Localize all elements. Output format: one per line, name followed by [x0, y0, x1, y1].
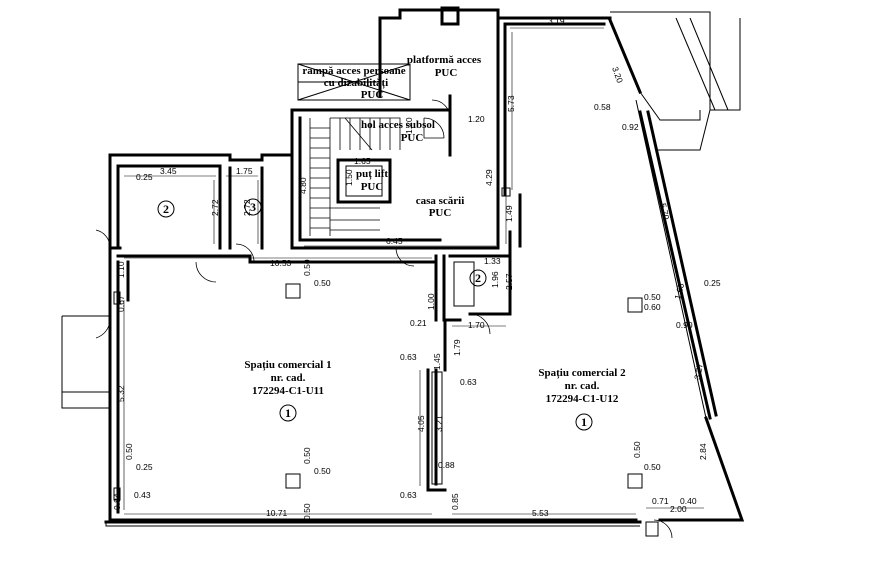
ramp-label-3: PUC — [361, 89, 384, 101]
dim-5-70: 5.70 — [658, 202, 672, 221]
dim-2-72-a: 2.72 — [210, 199, 220, 216]
sc1-label-2: nr. cad. — [271, 372, 306, 384]
dim-1-65-b: 1.65 — [672, 282, 686, 301]
dim-5-53: 5.53 — [532, 508, 549, 518]
dim-0-50-e: 0.50 — [302, 447, 312, 464]
room-number-circle-1a — [279, 404, 297, 422]
dim-1-33: 1.33 — [484, 256, 501, 266]
dim-0-40: 0.40 — [680, 496, 697, 506]
dim-2-57: 2.57 — [504, 273, 514, 290]
sc1-label-3: 172294-C1-U11 — [252, 385, 324, 397]
room-number-2b: 2 — [475, 271, 481, 285]
room-number-circle-3 — [244, 198, 262, 216]
dim-1-10: 1.10 — [116, 261, 126, 278]
dim-0-50-a: 0.50 — [302, 259, 312, 276]
dim-0-21: 0.21 — [410, 318, 427, 328]
dim-0-50-i: 0.50 — [632, 441, 642, 458]
dim-0-85: 0.85 — [450, 493, 460, 510]
dim-0-90: 0.90 — [676, 320, 693, 330]
dim-1-50: 1.50 — [344, 169, 354, 186]
dimension-lines — [123, 27, 704, 515]
room-number-2a: 2 — [163, 202, 169, 216]
dim-2-84: 2.84 — [698, 443, 708, 460]
dim-4-05: 4.05 — [416, 415, 426, 432]
dim-3-27: 3.27 — [692, 362, 705, 380]
dim-2-00: 2.00 — [670, 504, 687, 514]
dim-0-63-c: 0.63 — [400, 490, 417, 500]
exterior-walls — [104, 8, 745, 524]
dim-1-49: 1.49 — [504, 205, 514, 222]
dim-5-32: 5.32 — [116, 385, 126, 402]
casa-label-2: PUC — [429, 207, 452, 219]
room-number-markers: 2 3 1 2 1 — [157, 198, 593, 431]
dim-0-88: 0.88 — [438, 460, 455, 470]
dim-4-80: 4.80 — [298, 177, 308, 194]
detail-lines — [61, 6, 741, 539]
dim-5-73: 5.73 — [506, 95, 516, 112]
dim-0-84: 0.84 — [112, 493, 122, 510]
dim-0-50-d: 0.50 — [124, 443, 134, 460]
dim-1-79: 1.79 — [452, 339, 462, 356]
putlift-label-2: PUC — [361, 181, 384, 193]
sc2-label-2: nr. cad. — [565, 380, 600, 392]
dim-0-63-a: 0.63 — [400, 352, 417, 362]
stair-treads — [309, 117, 401, 236]
dim-1-20-b: 1.20 — [404, 117, 414, 134]
room-number-3: 3 — [250, 200, 256, 214]
dim-0-50-f: 0.50 — [314, 466, 331, 476]
dim-1-45: 1.45 — [432, 353, 442, 370]
dim-1-70: 1.70 — [468, 320, 485, 330]
casa-label-1: casa scării — [416, 195, 465, 207]
dim-1-65: 1.65 — [354, 156, 371, 166]
dim-0-25-a: 0.25 — [136, 172, 153, 182]
dim-0-43: 0.43 — [134, 490, 151, 500]
dim-0-63-b: 0.63 — [460, 377, 477, 387]
dim-0-25-b: 0.25 — [704, 278, 721, 288]
ramp-label-2: cu dizabilități — [324, 77, 388, 89]
dim-0-25-c: 0.25 — [136, 462, 153, 472]
dim-0-50-c: 0.50 — [644, 292, 661, 302]
room-labels: rampă acces persoane cu dizabilități PUC… — [244, 54, 626, 405]
dim-0-92: 0.92 — [622, 122, 639, 132]
dim-1-20-a: 1.20 — [468, 114, 485, 124]
dim-10-53: 10.53 — [270, 258, 292, 268]
platform-label-2: PUC — [435, 67, 458, 79]
dim-0-50-g: 0.50 — [644, 462, 661, 472]
room-number-1a: 1 — [285, 406, 291, 420]
dim-0-67: 0.67 — [116, 295, 126, 312]
dim-0-50-b: 0.50 — [314, 278, 331, 288]
dim-3-19: 3.19 — [548, 16, 565, 26]
room-number-1b: 1 — [581, 415, 587, 429]
dim-0-50-h: 0.50 — [302, 503, 312, 520]
sc2-label-3: 172294-C1-U12 — [546, 393, 619, 405]
dim-0-71: 0.71 — [652, 496, 669, 506]
dim-2-72-b: 2.72 — [242, 199, 252, 216]
dim-1-96: 1.96 — [490, 271, 500, 288]
room-number-circle-2b — [469, 269, 487, 287]
dim-3-21: 3.21 — [434, 415, 444, 432]
hol-label-2: PUC — [401, 132, 424, 144]
dim-3-20: 3.20 — [610, 65, 625, 84]
dim-1-75: 1.75 — [236, 166, 253, 176]
dim-0-58: 0.58 — [594, 102, 611, 112]
dim-3-45: 3.45 — [160, 166, 177, 176]
room-number-circle-2a — [157, 200, 175, 218]
ramp-label-1: rampă acces persoane — [302, 65, 405, 77]
putlift-label-1: puț lift — [356, 168, 388, 180]
sc1-label-1: Spațiu comercial 1 — [244, 359, 331, 371]
dim-4-29: 4.29 — [484, 169, 494, 186]
dim-0-60: 0.60 — [644, 302, 661, 312]
hol-label-1: hol acces subsol — [361, 119, 435, 131]
dimension-labels: 3.19 3.20 5.73 0.58 0.92 1.20 1.20 1.65 … — [112, 16, 721, 520]
platform-label-1: platformă acces — [407, 54, 482, 66]
dim-1-00: 1.00 — [426, 293, 436, 310]
dim-10-71: 10.71 — [266, 508, 288, 518]
dim-6-45: 6.45 — [386, 236, 403, 246]
room-number-circle-1b — [575, 413, 593, 431]
sc2-label-1: Spațiu comercial 2 — [538, 367, 626, 379]
